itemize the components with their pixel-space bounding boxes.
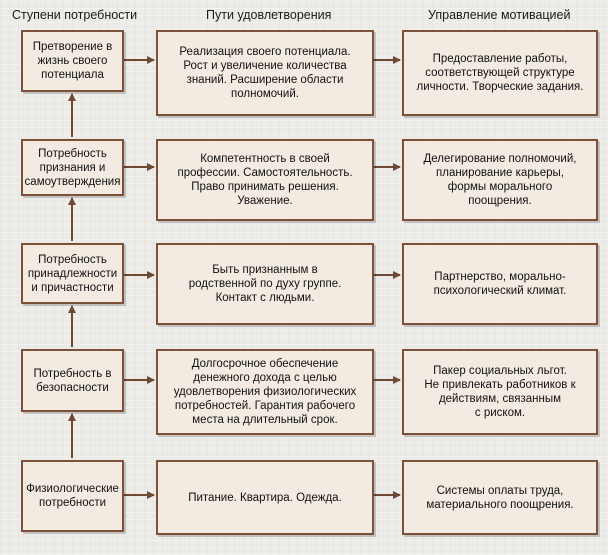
management-label: Пакер социальных льгот. Не привлекать ра… xyxy=(424,365,576,419)
ways-label: Питание. Квартира. Одежда. xyxy=(188,491,342,504)
need-box-safety: Потребность в безопасности xyxy=(21,349,124,412)
header-ways: Пути удовлетворения xyxy=(206,8,332,22)
ways-label: Долгосрочное обеспечение денежного доход… xyxy=(173,358,357,426)
need-label: Потребность признания и самоутверждения xyxy=(24,147,121,188)
ways-label: Реализация своего потенциала. Рост и уве… xyxy=(179,46,351,100)
management-label: Партнерство, морально- психологический к… xyxy=(433,271,567,297)
need-box-self-actualization: Претворение в жизнь своего потенциала xyxy=(21,30,124,92)
need-label: Потребность в безопасности xyxy=(33,367,112,394)
need-label: Претворение в жизнь своего потенциала xyxy=(32,41,113,81)
management-label: Предоставление работы, соответствующей с… xyxy=(416,53,584,93)
ways-box-belonging: Быть признанным в родственной по духу гр… xyxy=(156,243,374,325)
need-box-belonging: Потребность принадлежности и причастност… xyxy=(21,243,124,304)
need-label: Физиологические потребности xyxy=(26,483,119,509)
ways-box-recognition: Компетентность в своей профессии. Самост… xyxy=(156,139,374,221)
management-label: Делегирование полномочий, планирование к… xyxy=(423,153,577,207)
management-box-physiological: Системы оплаты труда, материального поощ… xyxy=(402,460,598,535)
header-needs: Ступени потребности xyxy=(12,8,138,22)
need-box-physiological: Физиологические потребности xyxy=(21,460,124,532)
header-management: Управление мотивацией xyxy=(428,8,571,22)
need-label: Потребность принадлежности и причастност… xyxy=(27,253,118,294)
ways-label: Быть признанным в родственной по духу гр… xyxy=(188,264,342,304)
management-label: Системы оплаты труда, материального поощ… xyxy=(426,484,574,511)
ways-box-safety: Долгосрочное обеспечение денежного доход… xyxy=(156,349,374,435)
ways-label: Компетентность в своей профессии. Самост… xyxy=(177,153,353,207)
need-box-recognition: Потребность признания и самоутверждения xyxy=(21,139,124,196)
management-box-self-actualization: Предоставление работы, соответствующей с… xyxy=(402,30,598,116)
ways-box-physiological: Питание. Квартира. Одежда. xyxy=(156,460,374,535)
management-box-belonging: Партнерство, морально- психологический к… xyxy=(402,243,598,325)
management-box-safety: Пакер социальных льгот. Не привлекать ра… xyxy=(402,349,598,435)
ways-box-self-actualization: Реализация своего потенциала. Рост и уве… xyxy=(156,30,374,116)
management-box-recognition: Делегирование полномочий, планирование к… xyxy=(402,139,598,221)
